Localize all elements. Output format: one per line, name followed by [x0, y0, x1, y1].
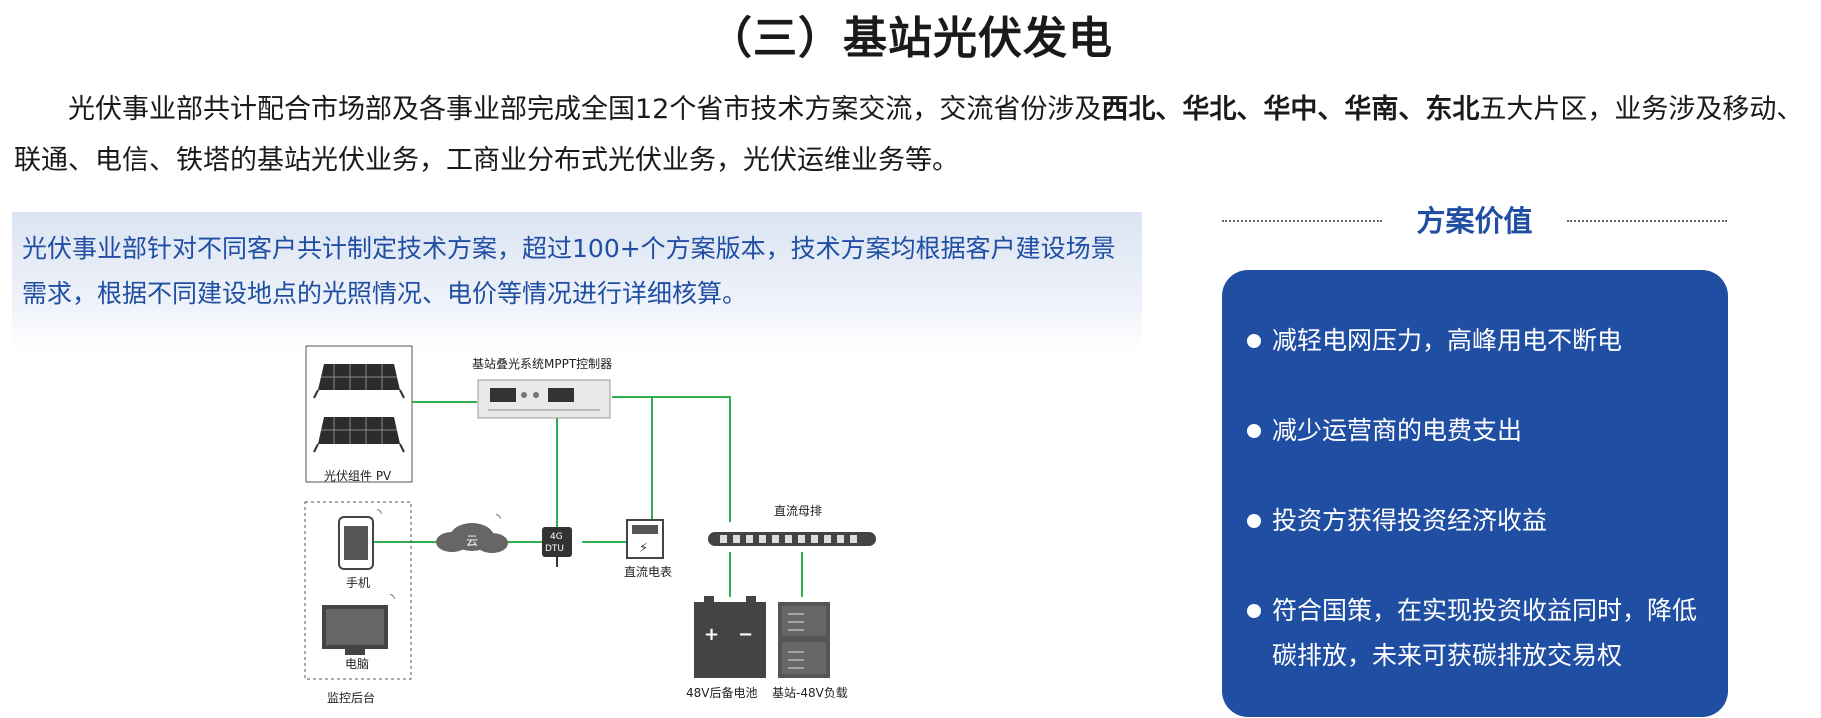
cloud-icon: 云	[436, 523, 508, 553]
dc-busbar: 直流母排	[708, 504, 876, 546]
intro-paragraph: 光伏事业部共计配合市场部及各事业部完成全国12个省市技术方案交流，交流省份涉及西…	[14, 84, 1809, 186]
load-label: 基站-48V负载	[772, 686, 848, 700]
pv-label: 光伏组件 PV	[324, 469, 392, 483]
page-title: （三）基站光伏发电	[708, 13, 1113, 64]
phone-label: 手机	[346, 576, 370, 590]
computer-icon	[322, 605, 388, 655]
intro-text-1: 光伏事业部共计配合市场部及各事业部完成全国12个省市技术方案交流，交流省份涉及	[68, 94, 1102, 125]
controller-label: 基站叠光系统MPPT控制器	[472, 357, 612, 371]
intro-regions: 西北、华北、华中、华南、东北	[1101, 94, 1480, 125]
cloud-label: 云	[466, 534, 478, 548]
dtu-module: 4G DTU	[542, 527, 572, 567]
busbar-label: 直流母排	[774, 504, 822, 518]
value-item: 符合国策，在实现投资收益同时，降低碳排放，未来可获碳排放交易权	[1247, 588, 1712, 678]
system-diagram: 光伏组件 PV 基站叠光系统MPPT控制器 ◝ 手机	[304, 345, 876, 705]
wifi-icon: ◝	[377, 506, 382, 520]
value-header: 方案价值	[1222, 198, 1727, 238]
value-title: 方案价值	[1416, 204, 1533, 238]
wifi-icon: ◝	[390, 591, 395, 605]
lightning-icon: ⚡	[639, 541, 648, 556]
bullet-icon	[1247, 514, 1261, 528]
wifi-icon: ◝	[496, 511, 501, 525]
dotted-divider-left	[1222, 220, 1382, 222]
dc-meter: ⚡ 直流电表	[624, 519, 672, 579]
load-rack: 基站-48V负载	[772, 602, 848, 700]
mppt-controller: 基站叠光系统MPPT控制器	[472, 357, 612, 419]
connection-lines	[372, 396, 803, 597]
meter-label: 直流电表	[624, 565, 672, 579]
dtu-label-4g: 4G	[550, 532, 563, 542]
solution-panel: 光伏事业部针对不同客户共计制定技术方案，超过100+个方案版本，技术方案均根据客…	[12, 212, 1142, 712]
value-item-text: 减少运营商的电费支出	[1272, 416, 1523, 445]
bullet-icon	[1247, 334, 1261, 348]
value-item: 减少运营商的电费支出	[1247, 408, 1712, 453]
intro-text-2: 五大片区，业务涉及移动、联通、电信、铁塔的基站光伏业务，工商业分布式光伏业务，光…	[14, 94, 1804, 176]
value-item: 减轻电网压力，高峰用电不断电	[1247, 318, 1712, 363]
battery-plus: +	[704, 624, 719, 645]
solar-panel-icon	[313, 364, 405, 399]
monitor-label: 监控后台	[327, 690, 375, 705]
solution-description: 光伏事业部针对不同客户共计制定技术方案，超过100+个方案版本，技术方案均根据客…	[22, 234, 1116, 308]
battery-minus: −	[738, 624, 753, 645]
battery-48v: + − 48V后备电池	[686, 596, 766, 700]
value-item: 投资方获得投资经济收益	[1247, 498, 1712, 543]
phone-icon	[338, 516, 374, 570]
dotted-divider-right	[1567, 220, 1727, 222]
pc-label: 电脑	[345, 657, 369, 671]
value-item-text: 符合国策，在实现投资收益同时，降低碳排放，未来可获碳排放交易权	[1272, 596, 1698, 670]
value-card: 减轻电网压力，高峰用电不断电 减少运营商的电费支出 投资方获得投资经济收益 符合…	[1222, 270, 1728, 717]
dtu-label: DTU	[545, 544, 564, 554]
solar-panel-icon	[313, 417, 405, 453]
pv-module-group: 光伏组件 PV	[305, 345, 413, 483]
bullet-icon	[1247, 424, 1261, 438]
value-item-text: 减轻电网压力，高峰用电不断电	[1272, 326, 1623, 355]
monitor-backend: ◝ 手机 ◝ 电脑 监控后台	[304, 501, 412, 705]
value-item-text: 投资方获得投资经济收益	[1272, 506, 1548, 535]
bullet-icon	[1247, 604, 1261, 618]
battery-label: 48V后备电池	[686, 686, 757, 700]
